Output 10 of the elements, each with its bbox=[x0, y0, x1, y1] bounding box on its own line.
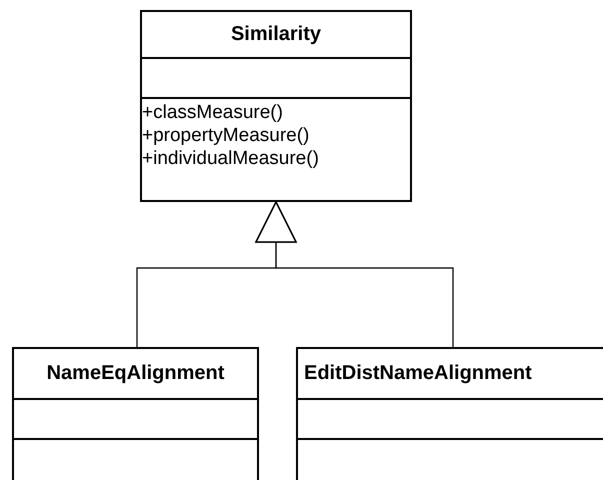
method-name: +individualMeasure() bbox=[142, 147, 320, 170]
class-box bbox=[296, 347, 603, 480]
method-name: +classMeasure() bbox=[142, 101, 284, 124]
method-name: +propertyMeasure() bbox=[142, 124, 310, 147]
class-box bbox=[140, 10, 412, 202]
class-name: NameEqAlignment bbox=[46, 362, 224, 385]
class-name: Similarity bbox=[230, 23, 322, 46]
class-name: EditDistNameAlignment bbox=[304, 362, 532, 385]
inheritance-arrow bbox=[255, 201, 454, 347]
class-box bbox=[12, 347, 259, 480]
